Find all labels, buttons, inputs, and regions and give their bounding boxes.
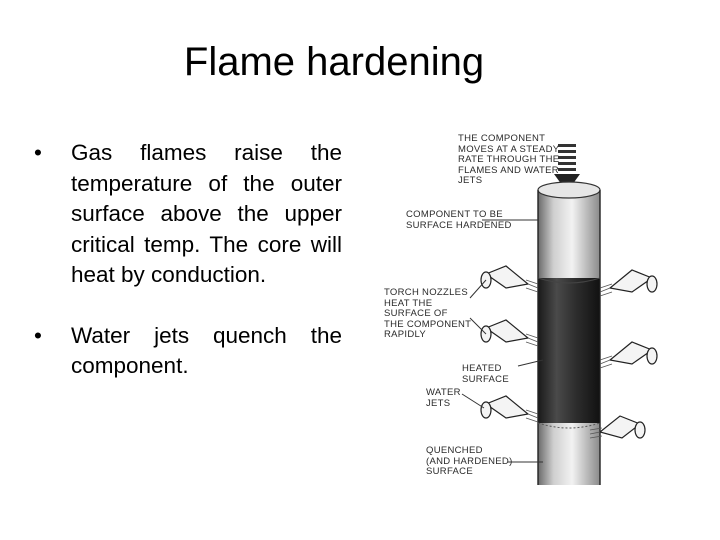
component-cylinder bbox=[537, 181, 601, 485]
label-torch-nozzles: TORCH NOZZLES HEAT THE SURFACE OF THE CO… bbox=[384, 287, 472, 340]
nozzle-left-3 bbox=[480, 395, 530, 419]
nozzle-left-2 bbox=[480, 319, 530, 343]
bullet-text: Water jets quench the component. bbox=[71, 322, 342, 379]
diagram-illustration bbox=[461, 144, 658, 485]
label-component: COMPONENT TO BE SURFACE HARDENED bbox=[406, 209, 512, 231]
label-water-jets: WATER JETS bbox=[426, 387, 461, 409]
nozzle-right-1 bbox=[608, 269, 658, 293]
label-quenched-surface: QUENCHED (AND HARDENED) SURFACE bbox=[426, 445, 513, 477]
bullet-list: • Gas flames raise the temperature of th… bbox=[34, 138, 342, 382]
label-heated-surface: HEATED SURFACE bbox=[462, 363, 509, 385]
flame-jets bbox=[525, 279, 613, 439]
nozzle-right-3 bbox=[598, 415, 646, 439]
bullet-icon: • bbox=[34, 140, 42, 165]
nozzle-right-2 bbox=[608, 341, 658, 365]
bullet-item: • Water jets quench the component. bbox=[34, 321, 342, 382]
bullet-icon: • bbox=[34, 322, 42, 348]
bullet-item: • Gas flames raise the temperature of th… bbox=[34, 138, 342, 291]
leader-lines bbox=[461, 219, 544, 463]
label-moves: THE COMPONENT MOVES AT A STEADY RATE THR… bbox=[458, 133, 560, 186]
flame-hardening-diagram: THE COMPONENT MOVES AT A STEADY RATE THR… bbox=[378, 128, 678, 488]
slide-title: Flame hardening bbox=[183, 40, 485, 84]
bullet-text: Gas flames raise the temperature of the … bbox=[71, 140, 342, 287]
nozzle-left-1 bbox=[480, 265, 530, 289]
